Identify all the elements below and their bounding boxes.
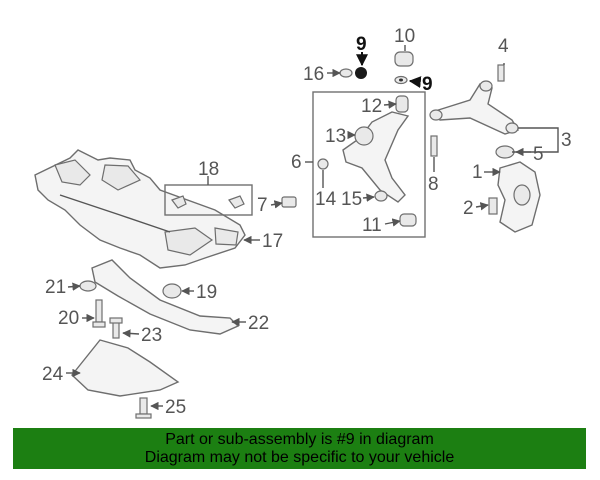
banner-line-2: Diagram may not be specific to your vehi…	[144, 449, 455, 466]
callout-7: 7	[257, 195, 268, 216]
callout-20: 20	[58, 308, 79, 329]
callout-6: 6	[291, 152, 302, 173]
callout-labels: 9 9 10 16 4 12 13 6 3 5 1 8 14 15 2 11 1…	[42, 26, 572, 418]
callout-14: 14	[315, 189, 337, 210]
callout-18: 18	[198, 159, 219, 180]
callout-17: 17	[262, 231, 283, 252]
callout-13: 13	[325, 126, 346, 147]
callout-21: 21	[45, 277, 66, 298]
callout-15: 15	[341, 189, 362, 210]
control-arm-kit-box	[312, 91, 426, 238]
callout-11: 11	[362, 215, 382, 236]
callout-25: 25	[165, 397, 186, 418]
upper-control-arm	[429, 80, 520, 159]
callout-22: 22	[248, 313, 269, 334]
callout-9-top: 9	[356, 34, 367, 55]
callout-19: 19	[196, 282, 217, 303]
callout-10: 10	[394, 26, 415, 47]
callout-9-right: 9	[422, 74, 433, 95]
leader-lines	[66, 45, 559, 411]
callout-24: 24	[42, 364, 64, 385]
hardware-kit-clips	[171, 195, 245, 209]
callout-4: 4	[498, 36, 509, 57]
front-subframe	[34, 149, 246, 269]
callout-12: 12	[361, 96, 382, 117]
callout-23: 23	[141, 325, 162, 346]
callout-3: 3	[561, 130, 572, 151]
callout-5: 5	[533, 144, 544, 165]
splash-shield	[71, 339, 180, 397]
callout-16: 16	[303, 64, 324, 85]
callout-2: 2	[463, 198, 474, 219]
upper-bushings	[339, 51, 414, 85]
callout-8: 8	[428, 174, 439, 195]
fasteners	[79, 64, 505, 419]
steering-knuckle	[497, 161, 541, 233]
info-banner: Part or sub-assembly is #9 in diagram Di…	[13, 428, 586, 469]
banner-line-1: Part or sub-assembly is #9 in diagram	[165, 431, 434, 448]
callout-1: 1	[472, 162, 483, 183]
parts-diagram: 9 9 10 16 4 12 13 6 3 5 1 8 14 15 2 11 1…	[34, 26, 572, 419]
part-9-highlight	[355, 67, 367, 79]
